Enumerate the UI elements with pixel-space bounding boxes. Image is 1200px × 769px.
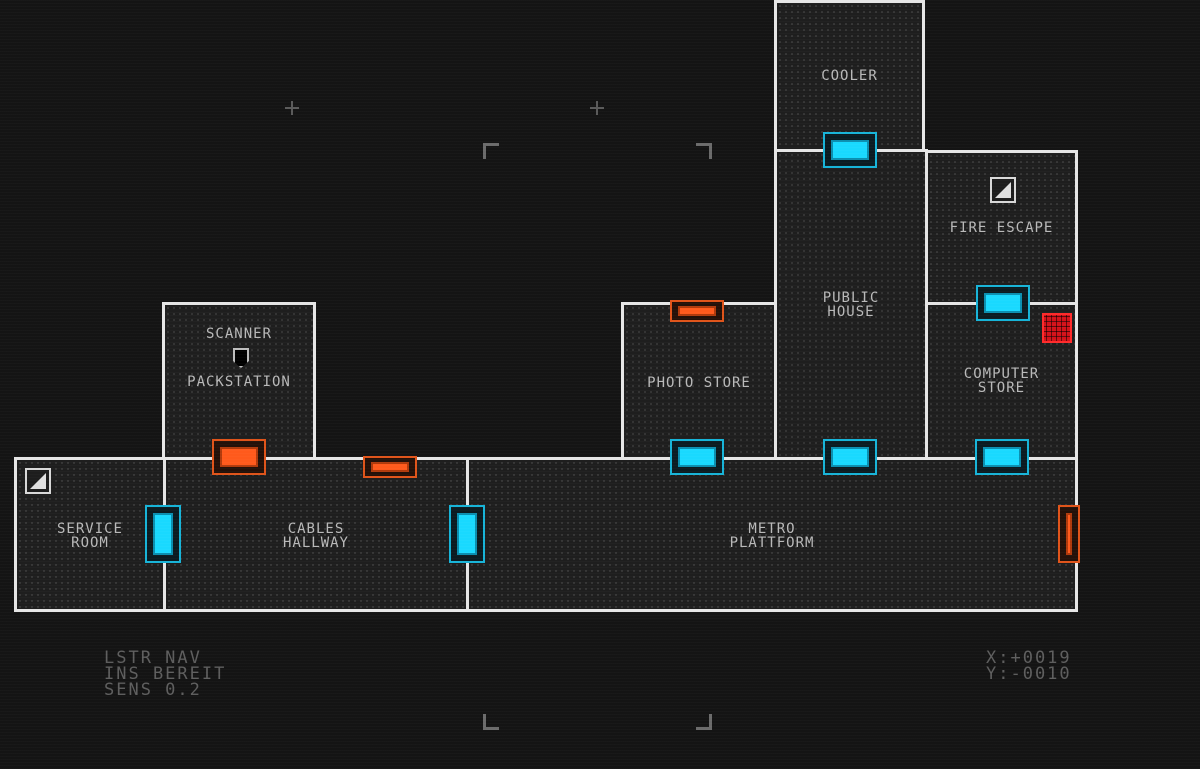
door-open-icon[interactable] [823,439,877,475]
door-open-icon[interactable] [449,505,485,563]
crosshair-icon [285,101,299,115]
coord-y: Y:-0010 [986,664,1072,684]
room-label: PUBLIC HOUSE [822,290,880,320]
room-label: PACKSTATION [187,374,291,390]
door-closed-icon[interactable] [670,300,724,322]
frame-corner-icon [696,714,712,730]
frame-corner-icon [696,143,712,159]
door-closed-icon[interactable] [1058,505,1080,563]
coordinate-readout: X:+0019 Y:-0010 [986,648,1072,684]
room-photo-store[interactable]: PHOTO STORE [621,302,777,460]
door-open-icon[interactable] [975,439,1029,475]
room-label: METRO PLATTFORM [729,521,815,551]
room-label: COMPUTER STORE [963,366,1040,396]
room-fire-escape[interactable]: FIRE ESCAPE [925,150,1078,305]
nav-status: LSTR NAV INS BEREIT SENS 0.2 [104,648,227,700]
room-label: PHOTO STORE [647,375,751,391]
room-label: COOLER [821,68,878,84]
room-label: CABLES HALLWAY [282,521,349,551]
frame-corner-icon [483,714,499,730]
door-closed-icon[interactable] [363,456,417,478]
door-open-icon[interactable] [976,285,1030,321]
stairs-icon [25,468,51,494]
frame-corner-icon [483,143,499,159]
scanner-marker-icon [233,348,249,368]
room-public-house[interactable]: PUBLIC HOUSE [774,149,928,460]
coord-x: X:+0019 [986,648,1072,668]
room-label: FIRE ESCAPE [949,220,1054,236]
stairs-icon [990,177,1016,203]
door-open-icon[interactable] [145,505,181,563]
room-computer-store[interactable]: COMPUTER STORE [925,302,1078,460]
room-label: SCANNER [205,326,272,342]
computer-grid-icon[interactable] [1042,313,1072,343]
room-cables-hallway[interactable]: CABLES HALLWAY [163,457,469,612]
door-open-icon[interactable] [823,132,877,168]
room-metro-plattform[interactable]: METRO PLATTFORM [466,457,1078,612]
status-line: LSTR NAV [104,648,202,668]
room-cooler[interactable]: COOLER [774,0,925,152]
status-line: INS BEREIT [104,664,227,684]
room-label: SERVICE ROOM [56,521,123,551]
room-service-room[interactable]: SERVICE ROOM [14,457,166,612]
door-open-icon[interactable] [670,439,724,475]
door-closed-icon[interactable] [212,439,266,475]
crosshair-icon [590,101,604,115]
status-line: SENS 0.2 [104,680,202,700]
room-packstation[interactable]: SCANNER PACKSTATION [162,302,316,460]
